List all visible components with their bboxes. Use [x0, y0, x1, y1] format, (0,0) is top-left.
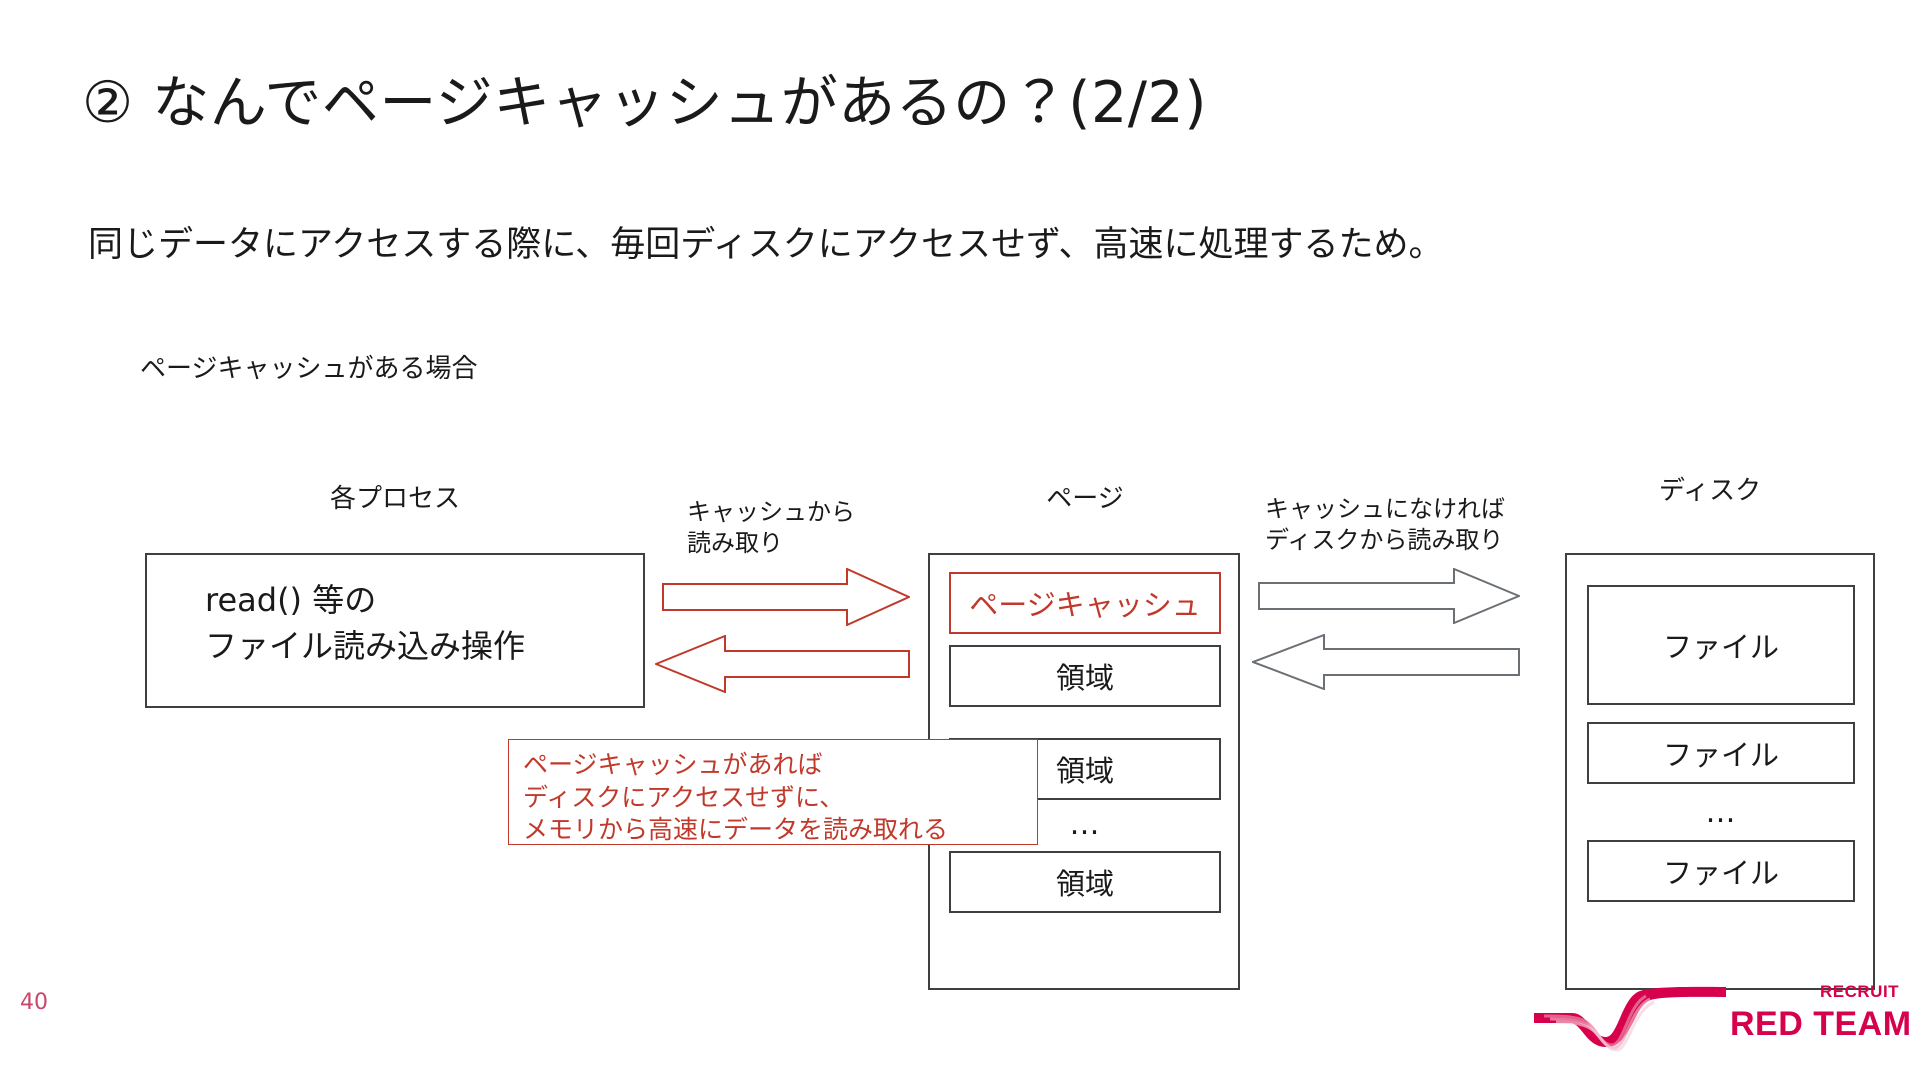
process-box: read() 等の ファイル読み込み操作 [145, 553, 645, 708]
recruit-red-team-logo: RECRUIT RED TEAM [1530, 975, 1910, 1053]
page-region-cell: 領域 [949, 645, 1221, 707]
logo-red-team-text: RED TEAM [1730, 1005, 1910, 1043]
arrow-right-disk-read-icon [1258, 568, 1520, 624]
process-box-text: read() 等の ファイル読み込み操作 [205, 581, 526, 666]
disk-file-cell: ファイル [1587, 840, 1855, 902]
caption-process-column: 各プロセス [329, 484, 460, 514]
logo-recruit-text: RECRUIT [1820, 982, 1899, 1001]
disk-column-ellipsis: … [1705, 795, 1739, 830]
page-cache-cell: ページキャッシュ [949, 572, 1221, 634]
disk-column-frame: ファイル ファイル … ファイル [1565, 553, 1875, 990]
cache-read-arrow-label: キャッシュから 読み取り [687, 498, 855, 557]
disk-file-cell: ファイル [1587, 585, 1855, 705]
page-column-frame: ページキャッシュ 領域 領域 … 領域 [928, 553, 1240, 990]
slide-title: ② なんでページキャッシュがあるの？(2/2) [82, 70, 1207, 136]
page-region-cell: 領域 [949, 851, 1221, 913]
arrow-right-cache-read-icon [662, 568, 910, 626]
caption-page-column: ページ [1046, 484, 1124, 514]
disk-file-cell: ファイル [1587, 722, 1855, 784]
arrow-left-disk-return-icon [1252, 634, 1520, 690]
disk-read-arrow-label: キャッシュになければ ディスクから読み取り [1265, 495, 1505, 554]
case-label: ページキャッシュがある場合 [140, 354, 478, 384]
callout-box: ページキャッシュがあれば ディスクにアクセスせずに、 メモリから高速にデータを読… [508, 739, 1038, 845]
page-column-ellipsis: … [1069, 807, 1103, 842]
lead-paragraph: 同じデータにアクセスする際に、毎回ディスクにアクセスせず、高速に処理するため。 [88, 225, 1444, 265]
caption-disk-column: ディスク [1658, 476, 1762, 506]
callout-text: ページキャッシュがあれば ディスクにアクセスせずに、 メモリから高速にデータを読… [523, 750, 949, 844]
arrow-left-cache-return-icon [655, 635, 910, 693]
page-number: 40 [20, 990, 48, 1015]
logo-swoosh-icon [1534, 986, 1726, 1052]
